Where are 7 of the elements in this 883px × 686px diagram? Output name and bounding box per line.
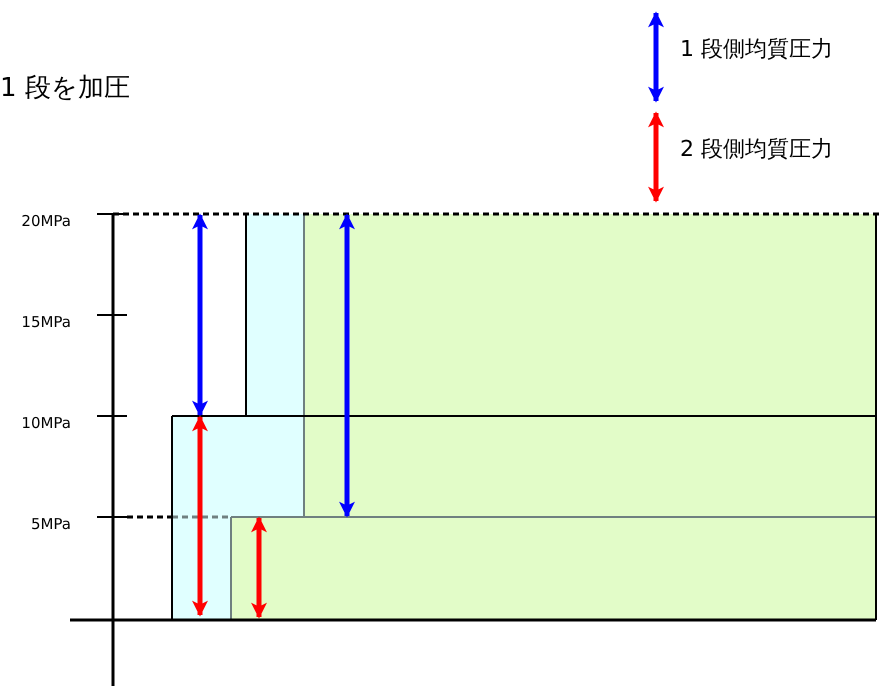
axis-label: 20MPa	[21, 214, 71, 228]
axis-label: 15MPa	[21, 314, 71, 330]
axis-label: 5MPa	[30, 516, 71, 532]
legend-text: 1 段側均質圧力	[680, 39, 833, 61]
legend-text: 2 段側均質圧力	[680, 139, 833, 161]
title: 1 段を加圧	[0, 75, 130, 101]
axis-label: 10MPa	[21, 416, 71, 430]
